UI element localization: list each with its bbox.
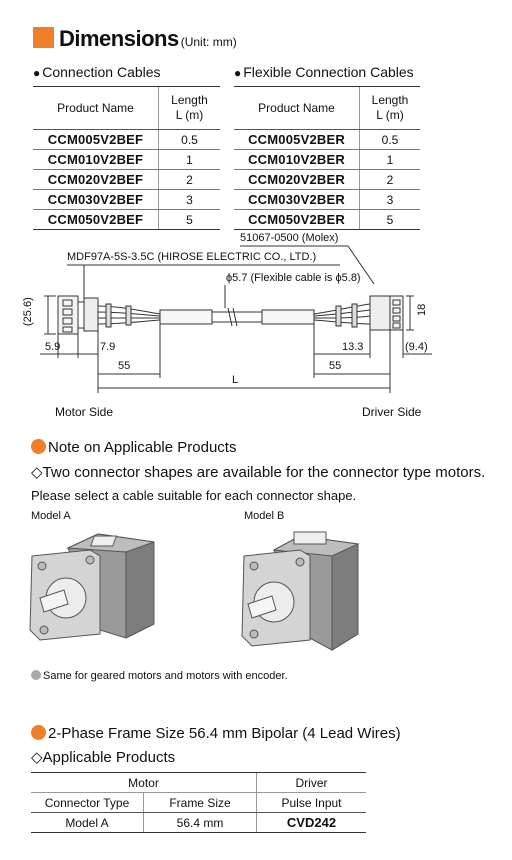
model-a-label: Model A bbox=[31, 510, 71, 522]
bullet-icon: ● bbox=[234, 66, 242, 80]
col-product-name: Product Name bbox=[33, 86, 159, 130]
dim-18: 18 bbox=[416, 303, 428, 316]
gray-bullet-icon bbox=[31, 670, 41, 680]
orange-bullet-icon bbox=[31, 439, 46, 454]
footnote: Same for geared motors and motors with e… bbox=[31, 670, 288, 682]
table-group-header: Motor Driver bbox=[31, 772, 366, 793]
group-motor: Motor bbox=[31, 772, 257, 793]
motor-connector-label: MDF97A-5S-3.5C (HIROSE ELECTRIC CO., LTD… bbox=[67, 251, 317, 263]
orange-bullet-icon bbox=[31, 725, 46, 740]
dim-25-6: (25.6) bbox=[22, 297, 34, 326]
diamond-icon: ◇ bbox=[31, 749, 43, 766]
applicable-products-table: Motor Driver Connector Type Frame Size P… bbox=[31, 772, 366, 833]
table-row: Model A 56.4 mm CVD242 bbox=[31, 812, 366, 833]
motor-side-label: Motor Side bbox=[55, 405, 114, 419]
section2-heading: 2-Phase Frame Size 56.4 mm Bipolar (4 Le… bbox=[31, 725, 401, 742]
diamond-icon: ◇ bbox=[31, 464, 43, 481]
dim-9-4: (9.4) bbox=[405, 341, 428, 353]
title-square-icon bbox=[33, 27, 54, 48]
table-header: Connector Type Frame Size Pulse Input bbox=[31, 792, 366, 813]
note-subheading: ◇Two connector shapes are available for … bbox=[31, 464, 486, 481]
section2-subheading: ◇Applicable Products bbox=[31, 749, 176, 766]
page-title: Dimensions(Unit: mm) bbox=[33, 26, 237, 52]
col-pulse-input: Pulse Input bbox=[256, 792, 366, 813]
model-b-motor-image bbox=[241, 531, 360, 651]
note-text: Please select a cable suitable for each … bbox=[31, 488, 357, 503]
dim-13-3: 13.3 bbox=[342, 341, 364, 353]
cable-drawing bbox=[40, 245, 432, 393]
group-driver: Driver bbox=[256, 772, 366, 793]
col-connector-type: Connector Type bbox=[31, 792, 144, 813]
model-a-motor-image bbox=[29, 533, 155, 641]
dim-L: L bbox=[232, 374, 239, 386]
driver-connector-label: 51067-0500 (Molex) bbox=[240, 232, 339, 244]
note-heading: Note on Applicable Products bbox=[31, 439, 236, 456]
cable-diameter-label: ϕ5.7 (Flexible cable is ϕ5.8) bbox=[226, 272, 361, 284]
dim-55-right: 55 bbox=[329, 360, 342, 372]
model-b-label: Model B bbox=[244, 510, 285, 522]
col-product-name: Product Name bbox=[234, 86, 360, 130]
driver-side-label: Driver Side bbox=[362, 405, 422, 419]
dim-5-9: 5.9 bbox=[45, 341, 61, 353]
flexible-cables-caption: ●Flexible Connection Cables bbox=[234, 64, 414, 80]
dim-55-left: 55 bbox=[118, 360, 131, 372]
connection-cables-caption: ●Connection Cables bbox=[33, 64, 161, 80]
dim-7-9: 7.9 bbox=[100, 341, 116, 353]
bullet-icon: ● bbox=[33, 66, 41, 80]
col-frame-size: Frame Size bbox=[143, 792, 257, 813]
